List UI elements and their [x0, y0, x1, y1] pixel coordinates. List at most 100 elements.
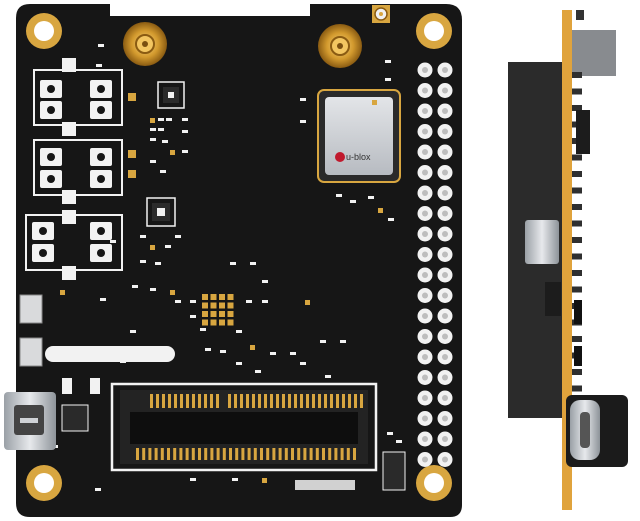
m2-contact — [258, 394, 261, 408]
m2-contact — [191, 448, 195, 460]
board-front-view: u-blox — [4, 4, 462, 517]
header-pin-hole — [422, 128, 428, 135]
m2-contact — [264, 394, 267, 408]
smd-part — [162, 140, 168, 143]
header-pin-hole — [422, 251, 428, 258]
header-pin-hole — [442, 354, 448, 360]
m2-contact — [309, 448, 313, 460]
smd-part — [385, 60, 391, 63]
header-pin-hole — [442, 292, 448, 299]
smd-part — [236, 330, 242, 333]
m2-contact — [253, 448, 257, 460]
smd-part — [220, 350, 226, 353]
header-tooth — [572, 154, 582, 161]
m2-contact — [198, 394, 201, 408]
smd-part — [368, 196, 374, 199]
test-pad — [219, 302, 225, 309]
smd-part — [98, 44, 104, 47]
smd-part — [262, 478, 267, 483]
side-switches — [19, 294, 43, 367]
smd-part — [190, 315, 196, 318]
m2-contact — [266, 448, 270, 460]
smd-part — [96, 64, 102, 67]
m2-contact — [204, 448, 208, 460]
m2-contact — [142, 448, 146, 460]
test-pad — [219, 311, 225, 317]
header-pin-hole — [422, 190, 428, 196]
m2-contact — [294, 394, 297, 408]
m2-contacts-bottom — [136, 448, 356, 460]
smd-part — [200, 328, 206, 331]
header-pin-hole — [422, 415, 428, 422]
test-pad — [227, 311, 234, 317]
m2-contact — [318, 394, 321, 408]
header-tooth — [572, 253, 582, 260]
test-pad — [227, 294, 234, 300]
smd-part — [387, 432, 393, 435]
m2-contact — [173, 448, 177, 460]
m2-contact — [228, 394, 231, 408]
smd-part — [236, 362, 242, 365]
smd-part — [150, 138, 156, 141]
m2-contact — [154, 448, 158, 460]
header-pin-hole — [422, 456, 428, 463]
header-pin-hole — [442, 169, 448, 176]
header-tooth — [572, 187, 582, 194]
header-pin-hole — [422, 292, 428, 299]
smd-part — [255, 370, 261, 373]
header-pin-hole — [442, 210, 448, 217]
m2-contact — [180, 394, 183, 408]
m2-contact — [353, 448, 356, 460]
m2-contact — [186, 394, 189, 408]
smd-part — [182, 130, 188, 133]
m2-contact — [229, 448, 232, 460]
m2-contact — [342, 394, 345, 408]
header-pin-hole — [442, 149, 448, 155]
smd-part — [262, 280, 268, 283]
smd-part — [250, 262, 256, 265]
header-tooth — [572, 270, 582, 276]
smd-part — [300, 120, 306, 123]
m2-contact — [192, 394, 195, 408]
header-pin-hole — [442, 190, 448, 196]
smd-part — [150, 118, 155, 123]
m2-contact — [291, 448, 294, 460]
smd-part — [340, 340, 346, 343]
qfn-chip — [61, 404, 89, 432]
m2-contact — [276, 394, 279, 408]
header-pin-hole — [442, 251, 448, 258]
header-pin-hole — [442, 128, 448, 135]
m2-contact — [210, 394, 213, 408]
m2-contact — [252, 394, 255, 408]
m2-contact — [340, 448, 344, 460]
m2-contact — [354, 394, 357, 408]
status-leds — [128, 93, 136, 178]
qfn-chip — [146, 197, 176, 227]
test-pad — [210, 302, 217, 309]
board-side-view — [508, 10, 628, 510]
button-holes — [39, 85, 105, 257]
smd-part — [170, 290, 175, 295]
m2-contact — [330, 394, 333, 408]
header-pin-hole — [422, 354, 428, 360]
smd-part — [325, 375, 331, 378]
m2-contact — [300, 394, 303, 408]
header-pin-hole — [422, 436, 428, 442]
smd-part — [150, 160, 156, 163]
m2-contact — [168, 394, 171, 408]
smd-part — [175, 235, 181, 238]
test-pad — [202, 302, 208, 309]
m2-contact — [297, 448, 301, 460]
smd-part — [170, 150, 175, 155]
smd-part — [246, 300, 252, 303]
m2-contact — [288, 394, 291, 408]
smd-part — [250, 345, 255, 350]
smd-part — [150, 288, 156, 291]
header-pin-hole — [442, 87, 448, 94]
m2-contact — [167, 448, 170, 460]
smd-part — [60, 290, 65, 295]
m2-contact — [235, 448, 239, 460]
m2-contact — [240, 394, 243, 408]
smd-part — [336, 194, 342, 197]
smd-part — [205, 348, 211, 351]
